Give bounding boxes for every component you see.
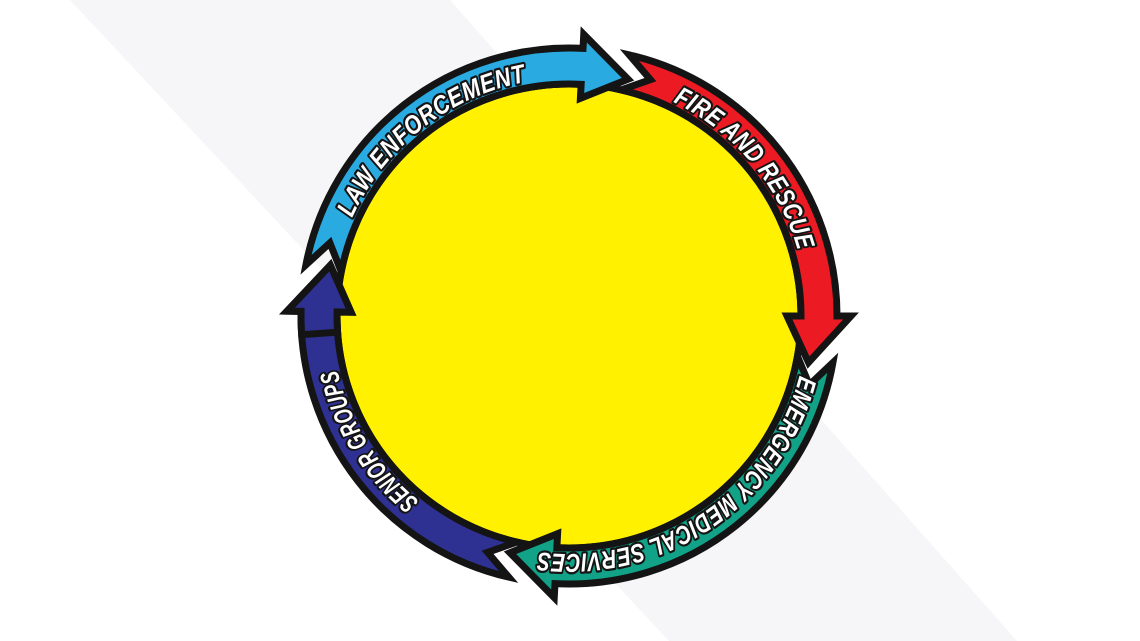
segment-arrowhead-overlay-senior-groups	[279, 259, 357, 339]
segment-arrow-fire-and-rescue	[608, 49, 859, 369]
segment-arrow-law-enforcement	[300, 26, 635, 285]
segment-arrow-emergency-medical-services	[503, 343, 839, 606]
